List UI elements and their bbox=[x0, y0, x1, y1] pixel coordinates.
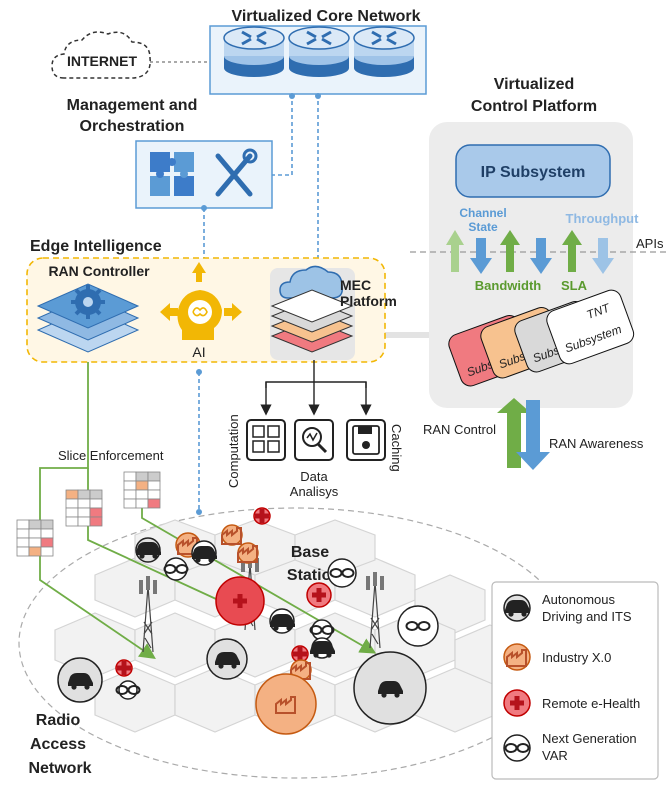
slice-enforcement-label: Slice Enforcement bbox=[58, 448, 164, 463]
arrow-up-icon bbox=[562, 230, 582, 272]
ran-label-3: Network bbox=[28, 760, 91, 777]
ran-controller-icon bbox=[36, 283, 140, 353]
mec-layers-icon bbox=[270, 289, 354, 353]
router-icon bbox=[287, 25, 351, 79]
car-icon bbox=[310, 637, 335, 659]
legend-autonomous-1: Autonomous bbox=[542, 592, 615, 607]
ip-subsystem-label: IP Subsystem bbox=[481, 164, 586, 181]
health-cross-icon bbox=[115, 659, 133, 677]
api-arrows bbox=[446, 230, 614, 274]
glasses-icon bbox=[115, 680, 141, 700]
slice-table bbox=[16, 519, 54, 557]
sla-label: SLA bbox=[561, 278, 588, 293]
legend: Autonomous Driving and ITS Industry X.0 … bbox=[491, 581, 659, 780]
data-analysis-icon bbox=[294, 419, 334, 461]
ran-awareness-arrow-icon bbox=[516, 400, 550, 470]
arrow-up-icon bbox=[500, 230, 520, 272]
mgmt-title-line1: Management and bbox=[67, 97, 198, 114]
internet-cloud: INTERNET bbox=[51, 31, 151, 79]
mec-label-line1: MEC bbox=[340, 277, 371, 293]
ai-label: AI bbox=[192, 344, 205, 360]
edge-title: Edge Intelligence bbox=[30, 238, 162, 255]
ai-brain-icon bbox=[160, 262, 242, 340]
control-title-line2: Control Platform bbox=[471, 98, 597, 115]
ip-subsystem-box: IP Subsystem bbox=[455, 144, 611, 198]
legend-var-2: VAR bbox=[542, 748, 568, 763]
computation-label: Computation bbox=[226, 414, 241, 488]
router-icon bbox=[222, 25, 286, 79]
ran-label-1: Radio bbox=[36, 712, 81, 729]
health-cross-icon bbox=[215, 576, 265, 626]
tools-icon bbox=[215, 148, 258, 197]
legend-industry: Industry X.0 bbox=[542, 650, 611, 665]
arrow-down-icon bbox=[592, 238, 614, 274]
glasses-icon bbox=[163, 557, 189, 581]
health-cross-icon bbox=[253, 507, 271, 525]
car-icon bbox=[135, 537, 161, 563]
core-network-title: Virtualized Core Network bbox=[231, 8, 420, 25]
legend-glasses-icon bbox=[503, 734, 531, 762]
base-station-label-1: Base bbox=[291, 544, 329, 561]
legend-factory-icon bbox=[503, 643, 531, 671]
car-icon bbox=[269, 608, 295, 634]
health-cross-icon bbox=[306, 582, 332, 608]
apis-label: APIs bbox=[636, 236, 664, 251]
ran-awareness-label: RAN Awareness bbox=[549, 436, 644, 451]
legend-health: Remote e-Health bbox=[542, 696, 640, 711]
slice-table bbox=[65, 489, 103, 527]
mgmt-title-line2: Orchestration bbox=[80, 118, 185, 135]
control-title-line1: Virtualized bbox=[494, 76, 575, 93]
mec-label-line2: Platform bbox=[340, 293, 397, 309]
car-icon bbox=[353, 651, 427, 725]
data-analysis-label-1: Data bbox=[300, 469, 328, 484]
slice-table bbox=[123, 471, 161, 509]
channel-state-label-2: State bbox=[468, 220, 498, 234]
car-icon bbox=[57, 657, 103, 703]
ran-control-label: RAN Control bbox=[423, 422, 496, 437]
ran-controller-label: RAN Controller bbox=[48, 263, 150, 279]
arrow-down-icon bbox=[470, 238, 492, 274]
caching-label: Caching bbox=[389, 424, 404, 472]
tnt-subsystem-white: TNT Subsystem bbox=[546, 289, 635, 365]
factory-icon bbox=[237, 542, 259, 564]
core-network-box bbox=[209, 25, 427, 95]
ran-label-2: Access bbox=[30, 736, 86, 753]
legend-autonomous-2: Driving and ITS bbox=[542, 609, 632, 624]
factory-icon bbox=[221, 524, 243, 546]
legend-health-icon bbox=[503, 689, 531, 717]
factory-icon bbox=[255, 673, 317, 735]
mec-platform-box bbox=[270, 265, 355, 360]
internet-label: INTERNET bbox=[67, 53, 137, 69]
orchestration-links bbox=[198, 94, 319, 512]
legend-var-1: Next Generation bbox=[542, 731, 637, 746]
tnt-subsystem-stack: TNT Subs TNT Subs TNT Subs TNT Subsystem bbox=[448, 289, 635, 387]
glasses-icon bbox=[327, 558, 357, 588]
mec-service-tree bbox=[260, 360, 372, 416]
map-service-icons bbox=[57, 507, 439, 735]
data-analysis-label-2: Analisys bbox=[290, 484, 339, 499]
arrow-down-icon bbox=[530, 238, 552, 274]
legend-car-icon bbox=[503, 594, 531, 622]
router-icon bbox=[352, 25, 416, 79]
ran-control-arrow-icon bbox=[497, 398, 531, 468]
glasses-icon bbox=[309, 619, 335, 641]
car-icon bbox=[191, 540, 217, 566]
puzzle-icon bbox=[150, 152, 194, 196]
arrow-up-icon bbox=[446, 230, 464, 272]
calculator-icon bbox=[246, 419, 286, 461]
glasses-icon bbox=[397, 605, 439, 647]
throughput-label: Throughput bbox=[566, 211, 640, 226]
bandwidth-label: Bandwidth bbox=[475, 278, 541, 293]
car-icon bbox=[206, 638, 248, 680]
mgmt-box bbox=[135, 140, 273, 209]
mec-cloud-icon bbox=[279, 265, 344, 299]
channel-state-label-1: Channel bbox=[459, 206, 506, 220]
caching-disk-icon bbox=[346, 419, 386, 461]
